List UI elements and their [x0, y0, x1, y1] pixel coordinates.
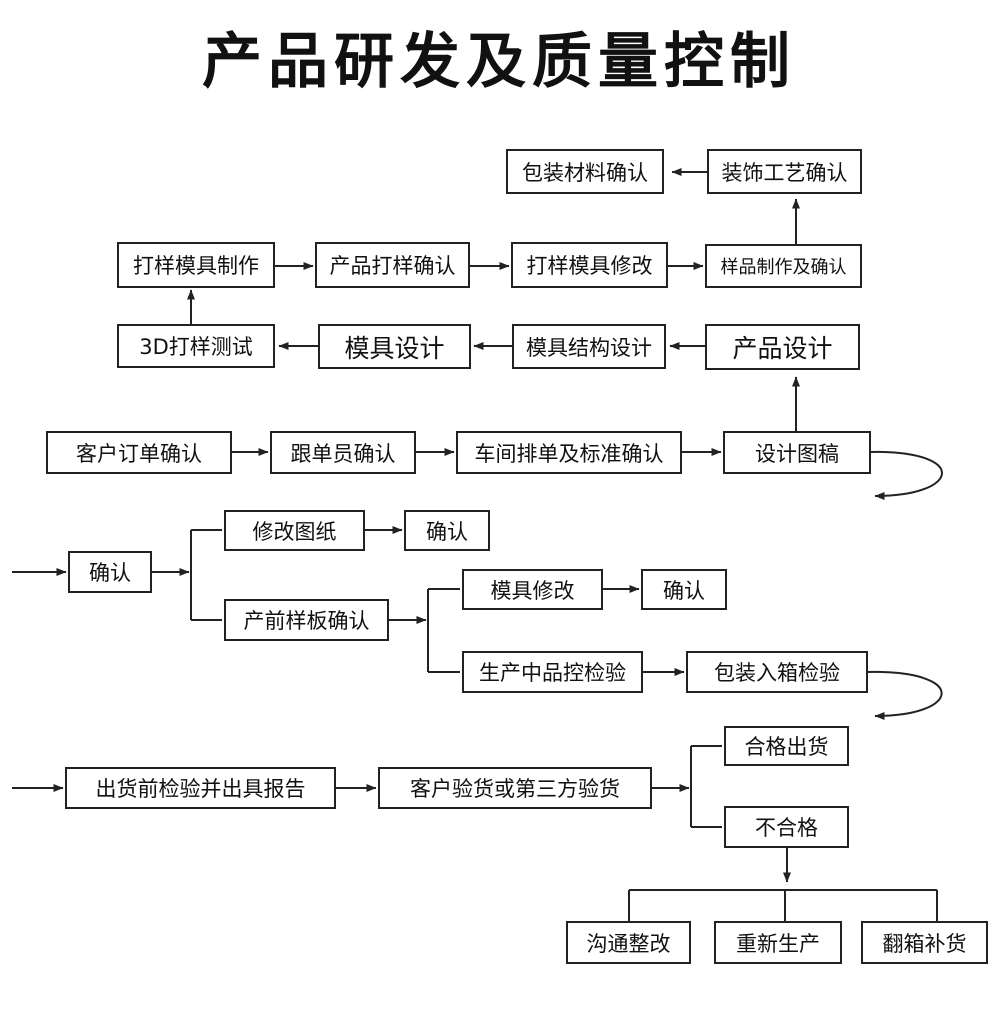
rebox-replenish-box: 翻箱补货	[861, 921, 988, 964]
product-proto-confirm-box: 产品打样确认	[315, 242, 470, 288]
mold-modify-box: 模具修改	[462, 569, 603, 610]
proto-3d-test-box: 3D打样测试	[117, 324, 275, 368]
qualified-ship-box: 合格出货	[724, 726, 849, 766]
design-draft-box: 设计图稿	[723, 431, 871, 474]
in-production-qc-box: 生产中品控检验	[462, 651, 643, 693]
modify-drawing-box: 修改图纸	[224, 510, 365, 551]
tree-line-outcomes	[628, 889, 938, 921]
customer-or-third-party-inspection-box: 客户验货或第三方验货	[378, 767, 652, 809]
unqualified-box: 不合格	[724, 806, 849, 848]
pre-shipment-inspection-report-box: 出货前检验并出具报告	[65, 767, 336, 809]
rectification-box: 沟通整改	[566, 921, 691, 964]
loop-arrow-row6	[867, 670, 943, 720]
loop-arrow-row4	[870, 450, 943, 500]
confirm-box-c: 确认	[641, 569, 727, 610]
mold-design-box: 模具设计	[318, 324, 471, 369]
packing-inspection-box: 包装入箱检验	[686, 651, 868, 693]
merchandiser-confirm-box: 跟单员确认	[270, 431, 416, 474]
proto-mold-modify-box: 打样模具修改	[511, 242, 668, 288]
branch-line-b	[427, 588, 460, 673]
reproduce-box: 重新生产	[714, 921, 842, 964]
customer-order-confirm-box: 客户订单确认	[46, 431, 232, 474]
pre-production-sample-confirm-box: 产前样板确认	[224, 599, 389, 641]
proto-mold-making-box: 打样模具制作	[117, 242, 275, 288]
decoration-process-confirm-box: 装饰工艺确认	[707, 149, 862, 194]
branch-line-a	[190, 529, 222, 621]
confirm-box-a: 确认	[68, 551, 152, 593]
workshop-schedule-confirm-box: 车间排单及标准确认	[456, 431, 682, 474]
product-design-box: 产品设计	[705, 324, 860, 370]
sample-making-confirm-box: 样品制作及确认	[705, 244, 862, 288]
branch-line-c	[690, 745, 722, 828]
diagram-title: 产品研发及质量控制	[202, 27, 796, 97]
mold-structure-design-box: 模具结构设计	[512, 324, 666, 369]
packaging-material-confirm-box: 包装材料确认	[506, 149, 664, 194]
confirm-box-b: 确认	[404, 510, 490, 551]
